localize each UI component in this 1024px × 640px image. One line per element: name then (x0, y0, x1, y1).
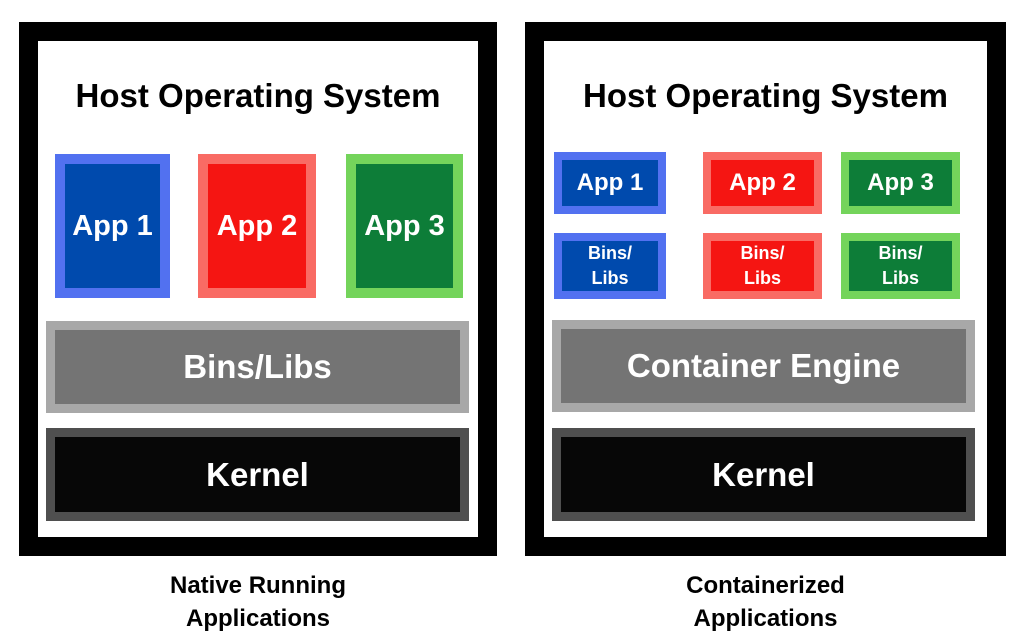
container-app-2-label: App 2 (729, 169, 796, 196)
kernel-label-left: Kernel (206, 455, 309, 493)
native-caption: Native Running Applications (19, 569, 497, 635)
container-bins-2-line1: Bins/ (740, 242, 785, 263)
container-app-1-box: App 1 (554, 152, 666, 214)
container-bins-1-line2: Libs (591, 268, 629, 288)
container-bins-3-box: Bins/ Libs (841, 233, 960, 299)
containerized-caption: Containerized Applications (525, 569, 1006, 635)
native-app-2-box: App 2 (198, 154, 316, 298)
container-app-3-box: App 3 (841, 152, 960, 214)
native-app-3-box: App 3 (346, 154, 463, 298)
container-bins-3-line2: Libs (881, 268, 919, 288)
containerized-caption-line2: Applications (693, 605, 838, 633)
host-os-title-left: Host Operating System (75, 77, 441, 114)
kernel-bar-left: Kernel (46, 428, 469, 521)
container-bins-3-line1: Bins/ (878, 242, 923, 263)
container-app-1-label: App 1 (576, 169, 644, 196)
native-app-1-label: App 1 (72, 209, 153, 242)
kernel-bar-right: Kernel (552, 428, 975, 521)
native-caption-line1: Native Running (169, 572, 346, 599)
bins-libs-bar: Bins/Libs (46, 321, 469, 413)
container-host-panel: Host Operating System App 1 App 2 App 3 … (525, 22, 1006, 556)
kernel-label-right: Kernel (712, 455, 815, 493)
host-os-title-right: Host Operating System (583, 77, 948, 114)
native-app-2-label: App 2 (216, 209, 298, 242)
native-host-panel: Host Operating System App 1 App 2 App 3 … (19, 22, 497, 556)
container-engine-bar: Container Engine (552, 320, 975, 412)
bins-libs-label: Bins/Libs (183, 348, 332, 385)
containerized-caption-line1: Containerized (686, 572, 845, 599)
container-bins-1-line1: Bins/ (587, 242, 632, 263)
native-app-1-box: App 1 (55, 154, 170, 298)
container-bins-2-line2: Libs (743, 268, 781, 288)
native-caption-line2: Applications (185, 605, 330, 633)
container-bins-1-box: Bins/ Libs (554, 233, 666, 299)
container-app-3-label: App 3 (867, 169, 934, 196)
native-app-3-label: App 3 (364, 209, 445, 242)
container-engine-label: Container Engine (626, 347, 901, 384)
container-app-2-box: App 2 (703, 152, 822, 214)
container-bins-2-box: Bins/ Libs (703, 233, 822, 299)
